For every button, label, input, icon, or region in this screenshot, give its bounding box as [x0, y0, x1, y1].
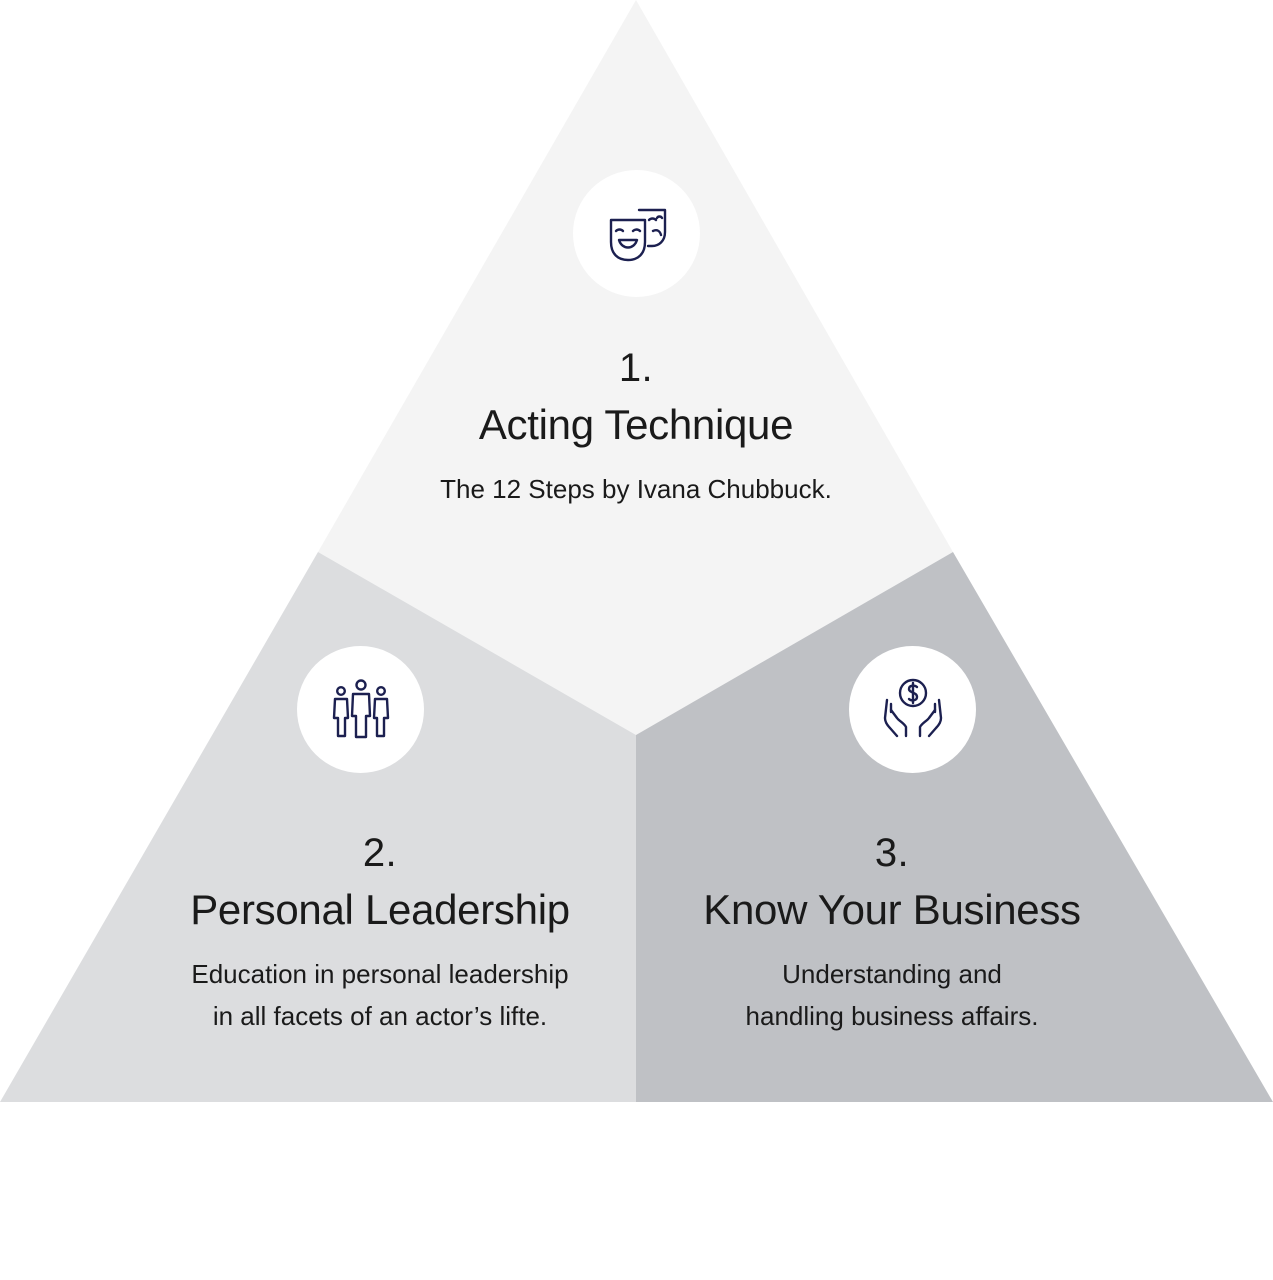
section-3-description: Understanding and handling business affa…: [642, 953, 1142, 1037]
section-1-description-line: The 12 Steps by Ivana Chubbuck.: [440, 474, 832, 504]
section-3-number: 3.: [874, 831, 910, 875]
section-1-text: 1. Acting Technique The 12 Steps by Ivan…: [380, 348, 892, 510]
section-1-description: The 12 Steps by Ivana Chubbuck.: [380, 468, 892, 510]
people-group-icon: [332, 678, 389, 738]
section-2-number: 2.: [362, 831, 398, 875]
section-1-icon-circle: [573, 170, 700, 297]
section-3-title: Know Your Business: [703, 886, 1081, 933]
section-3-icon-circle: [849, 646, 976, 773]
section-left-shape: [0, 552, 636, 1102]
section-3-description-line-1: Understanding and: [782, 959, 1002, 989]
section-2-text: 2. Personal Leadership Education in pers…: [130, 833, 630, 1037]
section-top-shape: [318, 0, 953, 735]
section-right-shape: [636, 552, 1273, 1102]
section-3-description-line-2: handling business affairs.: [745, 1001, 1039, 1031]
section-3-text: 3. Know Your Business Understanding and …: [642, 833, 1142, 1037]
money-hands-icon: [883, 678, 942, 737]
section-2-description: Education in personal leadership in all …: [130, 953, 630, 1037]
section-2-icon-circle: [297, 646, 424, 773]
section-2-title: Personal Leadership: [190, 886, 570, 933]
section-1-number: 1.: [618, 346, 654, 390]
section-2-description-line-1: Education in personal leadership: [191, 959, 569, 989]
section-1-title: Acting Technique: [478, 401, 794, 448]
theater-masks-icon: [609, 208, 666, 261]
section-2-description-line-2: in all facets of an actor’s lifte.: [212, 1001, 548, 1031]
